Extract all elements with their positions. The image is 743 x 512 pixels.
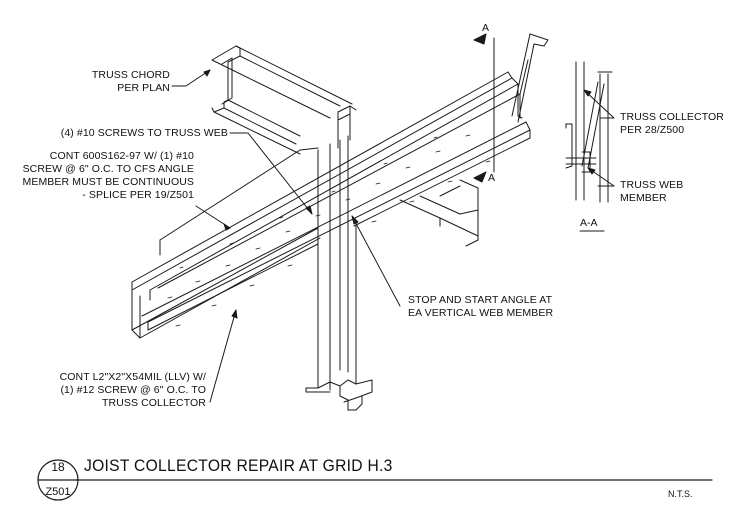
detail-number: 18: [51, 460, 65, 474]
section-cut-mark-bottom: A: [488, 172, 496, 184]
note-cont-l2x2: CONT L2"X2"X54MIL (LLV) W/ (1) #12 SCREW…: [59, 371, 206, 409]
title-block: [37, 230, 713, 501]
detail-sheet: Z501: [45, 486, 71, 498]
scale-label: N.T.S.: [668, 489, 693, 499]
section-cut-line: [473, 33, 495, 183]
truss-chord-rear: [211, 45, 353, 155]
truss-collector-back: [159, 147, 479, 256]
section-a-a: [565, 61, 613, 203]
note-cont-600s162: CONT 600S162-97 W/ (1) #10 SCREW @ 6" O.…: [22, 150, 194, 201]
note-truss-collector: TRUSS COLLECTOR PER 28/Z500: [620, 111, 724, 136]
detail-title: JOIST COLLECTOR REPAIR AT GRID H.3: [84, 456, 393, 475]
truss-collector-upper: [511, 33, 549, 123]
truss-web-vertical: [305, 105, 373, 411]
section-label: A-A: [580, 217, 598, 229]
note-stop-and-start-angle: STOP AND START ANGLE AT EA VERTICAL WEB …: [408, 294, 554, 319]
cfs-collector-chord: [131, 71, 531, 339]
note-truss-web-member: TRUSS WEB MEMBER: [620, 179, 684, 204]
leader-lines: [171, 69, 615, 403]
note-screws-to-truss-web: (4) #10 SCREWS TO TRUSS WEB: [60, 127, 228, 139]
section-cut-mark-top: A: [482, 22, 490, 34]
note-truss-chord: TRUSS CHORD PER PLAN: [91, 69, 170, 94]
screw-marks: [167, 134, 491, 327]
